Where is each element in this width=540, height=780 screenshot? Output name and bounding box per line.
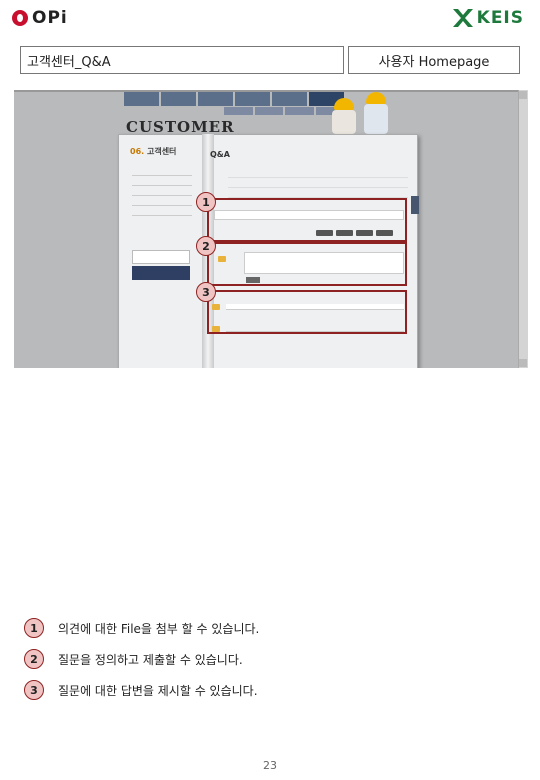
file-attach-field[interactable] <box>214 210 404 220</box>
scrollbar[interactable] <box>518 90 528 368</box>
page-title: 고객센터_Q&A <box>20 46 344 74</box>
scroll-down-button[interactable] <box>519 359 527 367</box>
marker-badge: 1 <box>196 192 216 212</box>
subnav-item[interactable] <box>254 107 283 115</box>
qa-meta-rows <box>228 170 408 200</box>
worker-helmet-image <box>366 92 386 104</box>
section-title: 06. 고객센터 <box>130 146 176 157</box>
subnav-item[interactable] <box>285 107 314 115</box>
action-buttons <box>316 230 393 236</box>
side-banner[interactable] <box>132 250 190 264</box>
side-menu-item[interactable] <box>132 210 192 216</box>
customer-banner-word: CUSTOMER <box>126 118 235 136</box>
legend-number: 2 <box>24 649 44 669</box>
side-menu-item[interactable] <box>132 200 192 206</box>
legend-text: 의견에 대한 File을 첨부 할 수 있습니다. <box>58 621 260 636</box>
answer-row[interactable] <box>226 304 404 310</box>
meta-row <box>228 190 408 198</box>
folder-icon <box>212 326 220 332</box>
keis-logo-icon <box>452 9 473 27</box>
nav-item[interactable] <box>124 92 159 106</box>
side-tab[interactable] <box>411 196 419 214</box>
legend-number: 1 <box>24 618 44 638</box>
action-button[interactable] <box>376 230 393 236</box>
legend-item: 2 질문을 정의하고 제출할 수 있습니다. <box>24 649 504 669</box>
qa-heading: Q&A <box>210 150 230 159</box>
keis-logo: KEIS <box>452 8 524 28</box>
keis-logo-text: KEIS <box>476 8 524 28</box>
marker-badge: 3 <box>196 282 216 302</box>
legend-text: 질문에 대한 답변을 제시할 수 있습니다. <box>58 683 258 698</box>
nav-item[interactable] <box>272 92 307 106</box>
subnav-item[interactable] <box>315 107 344 115</box>
nav-item[interactable] <box>235 92 270 106</box>
action-button[interactable] <box>336 230 353 236</box>
worker-image <box>364 104 388 134</box>
subnav-item[interactable] <box>224 107 253 115</box>
highlight-box-2 <box>207 242 407 286</box>
marker-badge: 2 <box>196 236 216 256</box>
side-menu <box>132 170 192 220</box>
page-number: 23 <box>263 759 277 772</box>
meta-row <box>228 180 408 188</box>
folder-icon <box>212 304 220 310</box>
screenshot-panel: CUSTOMER 06. 고객센터 Q&A 1 2 3 <box>14 90 528 368</box>
side-menu-item[interactable] <box>132 180 192 186</box>
section-number: 06. <box>130 147 145 156</box>
worker-image <box>332 110 356 134</box>
nav-item[interactable] <box>161 92 196 106</box>
opi-logo-icon <box>12 10 28 26</box>
side-menu-item[interactable] <box>132 190 192 196</box>
highlight-box-3 <box>207 290 407 334</box>
worker-helmet-image <box>334 98 354 110</box>
question-textarea[interactable] <box>244 252 404 274</box>
legend-item: 1 의견에 대한 File을 첨부 할 수 있습니다. <box>24 618 504 638</box>
nav-item[interactable] <box>198 92 233 106</box>
submit-button[interactable] <box>246 277 260 283</box>
audience-label: 사용자 Homepage <box>348 46 520 74</box>
section-name: 고객센터 <box>146 147 177 156</box>
scroll-up-button[interactable] <box>519 91 527 99</box>
opi-logo-text: OPi <box>32 8 68 28</box>
action-button[interactable] <box>356 230 373 236</box>
side-banner[interactable] <box>132 266 190 280</box>
folder-icon <box>218 256 226 262</box>
legend-item: 3 질문에 대한 답변을 제시할 수 있습니다. <box>24 680 504 700</box>
meta-row <box>228 170 408 178</box>
opi-logo: OPi <box>12 8 68 28</box>
highlight-box-1 <box>207 198 407 242</box>
answer-row[interactable] <box>226 326 404 332</box>
legend-text: 질문을 정의하고 제출할 수 있습니다. <box>58 652 243 667</box>
legend-number: 3 <box>24 680 44 700</box>
site-sub-nav <box>224 107 344 115</box>
side-menu-item[interactable] <box>132 170 192 176</box>
screenshot-top-border <box>14 90 528 92</box>
action-button[interactable] <box>316 230 333 236</box>
site-top-nav <box>124 92 344 106</box>
